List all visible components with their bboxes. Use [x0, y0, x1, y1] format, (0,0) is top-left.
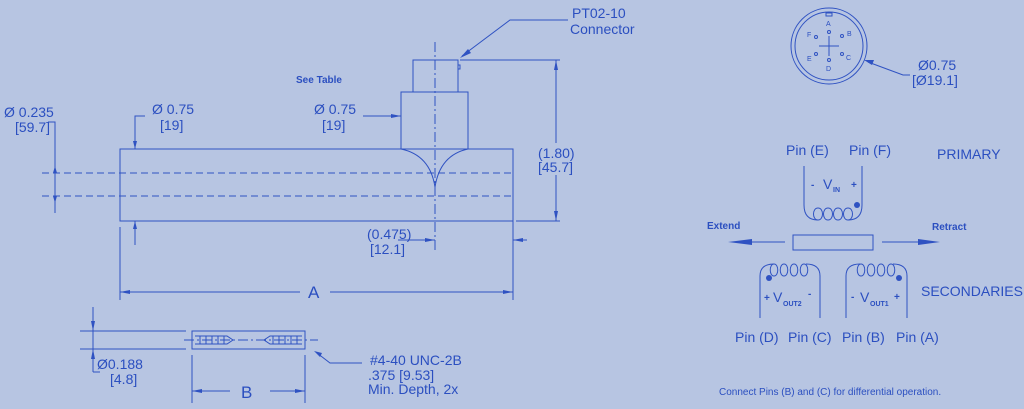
pin-c-label: C [846, 55, 851, 62]
offset-inch: (0.475) [367, 226, 411, 242]
side-view: PT02-10 Connector See Table Ø 0.235 [59.… [4, 5, 635, 302]
bore-dia-inch: Ø 0.235 [4, 104, 54, 120]
thread-note: Min. Depth, 2x [368, 381, 458, 397]
thread-right [263, 335, 302, 345]
connector-face: A B C D E F Ø0.75 [Ø19.1] [790, 7, 958, 88]
thread-spec: #4-40 UNC-2B [370, 352, 462, 368]
pin-a-label: A [826, 21, 831, 28]
vout1-minus: - [851, 292, 854, 303]
connector-dia-inch: Ø 0.75 [314, 101, 356, 117]
vout1-v: V [860, 289, 870, 305]
vout2-plus: + [764, 293, 770, 304]
pin-e: Pin (E) [786, 142, 829, 158]
height-mm: [45.7] [538, 159, 573, 175]
differential-note: Connect Pins (B) and (C) for differentia… [719, 387, 941, 398]
length-b: B [241, 383, 252, 402]
thread-left [195, 335, 234, 345]
core-dia-inch: Ø0.188 [97, 356, 143, 372]
retract-arrow [918, 239, 940, 245]
height-inch: (1.80) [538, 145, 575, 161]
vout1-plus: + [894, 292, 900, 303]
housing-body [119, 148, 514, 222]
offset-mm: [12.1] [370, 241, 405, 257]
connector-label-2: Connector [570, 21, 635, 37]
face-dia-mm: [Ø19.1] [912, 72, 958, 88]
vin-v: V [823, 176, 833, 192]
vin-plus: + [851, 180, 857, 191]
face-dia-inch: Ø0.75 [918, 57, 956, 73]
vout1-sub: OUT1 [870, 301, 889, 308]
bore-dia-mm: [59.7] [15, 119, 50, 135]
thread-depth: .375 [9.53] [368, 367, 434, 383]
pin-c: Pin (C) [788, 329, 832, 345]
body-dia-inch: Ø 0.75 [152, 101, 194, 117]
primary-coil [813, 207, 853, 221]
wiring-schematic: Pin (E) Pin (F) PRIMARY - V IN + Extend … [707, 142, 1023, 398]
pin-d-label: D [826, 66, 831, 73]
extend-label: Extend [707, 221, 740, 232]
body-dia-mm: [19] [160, 117, 183, 133]
pin-b-label: B [847, 31, 852, 38]
primary-label: PRIMARY [937, 146, 1001, 162]
secondary-coil-1 [856, 263, 896, 277]
secondaries-label: SECONDARIES [921, 283, 1023, 299]
retract-label: Retract [932, 222, 967, 233]
vin-minus: - [811, 180, 814, 191]
length-a: A [308, 283, 320, 302]
pin-e-label: E [807, 56, 812, 63]
vout2-sub: OUT2 [783, 301, 802, 308]
pin-b: Pin (B) [842, 329, 885, 345]
pin-f: Pin (F) [849, 142, 891, 158]
core-symbol [792, 234, 874, 251]
core-dia-mm: [4.8] [110, 371, 137, 387]
see-table-note: See Table [296, 75, 342, 86]
connector-key [457, 64, 461, 70]
vout2-v: V [773, 289, 783, 305]
vin-sub: IN [833, 187, 840, 194]
pin-f-label: F [807, 32, 811, 39]
pin-d: Pin (D) [735, 329, 779, 345]
pin-a: Pin (A) [896, 329, 939, 345]
extend-arrow [728, 239, 752, 245]
core-view: Ø0.188 [4.8] B #4-40 UNC-2B .375 [9.53] … [80, 307, 462, 403]
vout2-minus: - [808, 289, 811, 300]
connector-dia-mm: [19] [322, 117, 345, 133]
secondary-coil-2 [769, 263, 809, 277]
connector-label-1: PT02-10 [572, 5, 626, 21]
